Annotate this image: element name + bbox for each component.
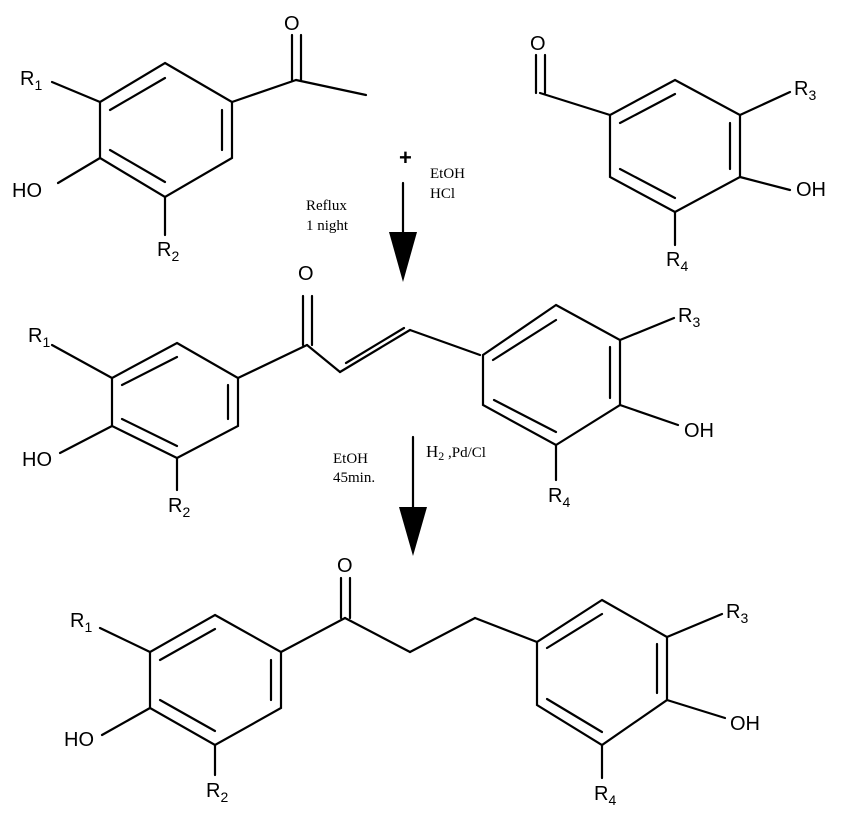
dihydro-left-ring (148, 613, 283, 747)
chalcone-hydroxy-left-label: HO (22, 449, 52, 471)
step1-condition-solvent: EtOH (430, 166, 465, 182)
dihydro-chain-3 (473, 616, 539, 644)
ketone-oxygen-label: O (284, 13, 300, 35)
dihydro-r3-bond (665, 612, 724, 639)
chalcone-acyl-bond (236, 343, 309, 380)
ketone-r1-label: R1 (20, 68, 42, 93)
chalcone-alkene-a (338, 328, 412, 374)
ketone-ring (98, 61, 234, 199)
dihydrochalcone-structure: O R1 HO R2 R3 OH R4 (64, 555, 760, 808)
dihydro-right-double-1 (545, 612, 604, 650)
dihydro-hydroxy-left-label: HO (64, 729, 94, 751)
ketone-acyl-bond (230, 78, 298, 104)
chalcone-r4-label: R4 (548, 485, 570, 510)
aldehyde-ring (608, 78, 742, 214)
ketone-methyl-bond (294, 78, 368, 97)
chalcone-ohl-bond (58, 424, 114, 455)
chalcone-r1-bond (50, 343, 114, 380)
reaction-arrow-step1: Reflux 1 night EtOH HCl (306, 166, 465, 282)
ketone-r2-label: R2 (157, 239, 179, 264)
dihydro-chain-1 (343, 616, 412, 654)
arrow2-head (399, 507, 427, 556)
chalcone-r3-label: R3 (678, 305, 700, 330)
ketone-ring-double-2 (108, 148, 167, 184)
aldehyde-r3-label: R3 (794, 78, 816, 103)
arrow1-head (389, 232, 417, 282)
chalcone-right-double-3 (492, 398, 558, 434)
dihydro-right-double-3 (545, 697, 604, 734)
aldehyde-acyl-bond (538, 91, 612, 117)
chalcone-beta-bond (408, 328, 482, 357)
chalcone-r2-label: R2 (168, 495, 190, 520)
aldehyde-oh-bond (738, 175, 792, 192)
ketone-oh-bond (56, 156, 102, 185)
dihydro-r2-label: R2 (206, 780, 228, 805)
dihydro-chain-2 (408, 616, 477, 654)
dihydro-ohr-bond (665, 698, 727, 720)
chalcone-alpha-bond (305, 343, 342, 374)
aldehyde-ring-double-1 (618, 92, 677, 125)
dihydro-acyl-bond (279, 616, 347, 654)
chalcone-oxygen-label: O (298, 263, 314, 285)
dihydro-right-ring (535, 598, 669, 747)
chalcone-r3-bond (618, 316, 676, 342)
reactant-aldehyde-structure: O R3 OH R4 (530, 33, 826, 274)
chalcone-hydroxy-right-label: OH (684, 420, 714, 442)
aldehyde-ring-double-3 (618, 167, 677, 200)
step1-condition-reflux: Reflux (306, 198, 347, 214)
chalcone-right-double-1 (491, 318, 558, 362)
step1-condition-time: 1 night (306, 218, 349, 234)
dihydro-ohl-bond (100, 706, 152, 737)
step1-condition-acid: HCl (430, 186, 455, 202)
dihydro-hydroxy-right-label: OH (730, 713, 760, 735)
dihydro-left-double-1 (158, 627, 217, 662)
chalcone-structure: O R1 HO R2 R3 OH R4 (22, 263, 714, 520)
ketone-ring-double-1 (108, 76, 167, 112)
chalcone-left-double-3 (120, 417, 179, 448)
chalcone-right-ring (481, 303, 622, 447)
chalcone-left-ring (110, 341, 240, 460)
dihydro-r4-label: R4 (594, 783, 616, 808)
plus-sign: + (399, 145, 412, 170)
chalcone-left-double-1 (120, 355, 179, 387)
dihydro-r1-bond (98, 626, 152, 654)
dihydro-r1-label: R1 (70, 610, 92, 635)
chalcone-r1-label: R1 (28, 325, 50, 350)
aldehyde-r4-label: R4 (666, 249, 688, 274)
step2-condition-solvent: EtOH (333, 451, 368, 467)
aldehyde-oxygen-label: O (530, 33, 546, 55)
chalcone-alkene-b (344, 326, 406, 365)
reaction-arrow-step2: EtOH 45min. H2 ,Pd/Cl (333, 435, 486, 556)
dihydro-oxygen-label: O (337, 555, 353, 577)
reactant-ketone-structure: O R1 HO R2 (12, 13, 368, 264)
dihydro-r3-label: R3 (726, 601, 748, 626)
aldehyde-r3-bond (738, 90, 792, 117)
ketone-r1-bond (50, 80, 102, 104)
step2-condition-reagent: H2 ,Pd/Cl (426, 442, 486, 463)
step2-condition-time: 45min. (333, 470, 375, 486)
dihydro-left-double-3 (158, 698, 217, 733)
chalcone-ohr-bond (618, 403, 680, 427)
aldehyde-hydroxy-label: OH (796, 179, 826, 201)
ketone-hydroxy-label: HO (12, 180, 42, 202)
